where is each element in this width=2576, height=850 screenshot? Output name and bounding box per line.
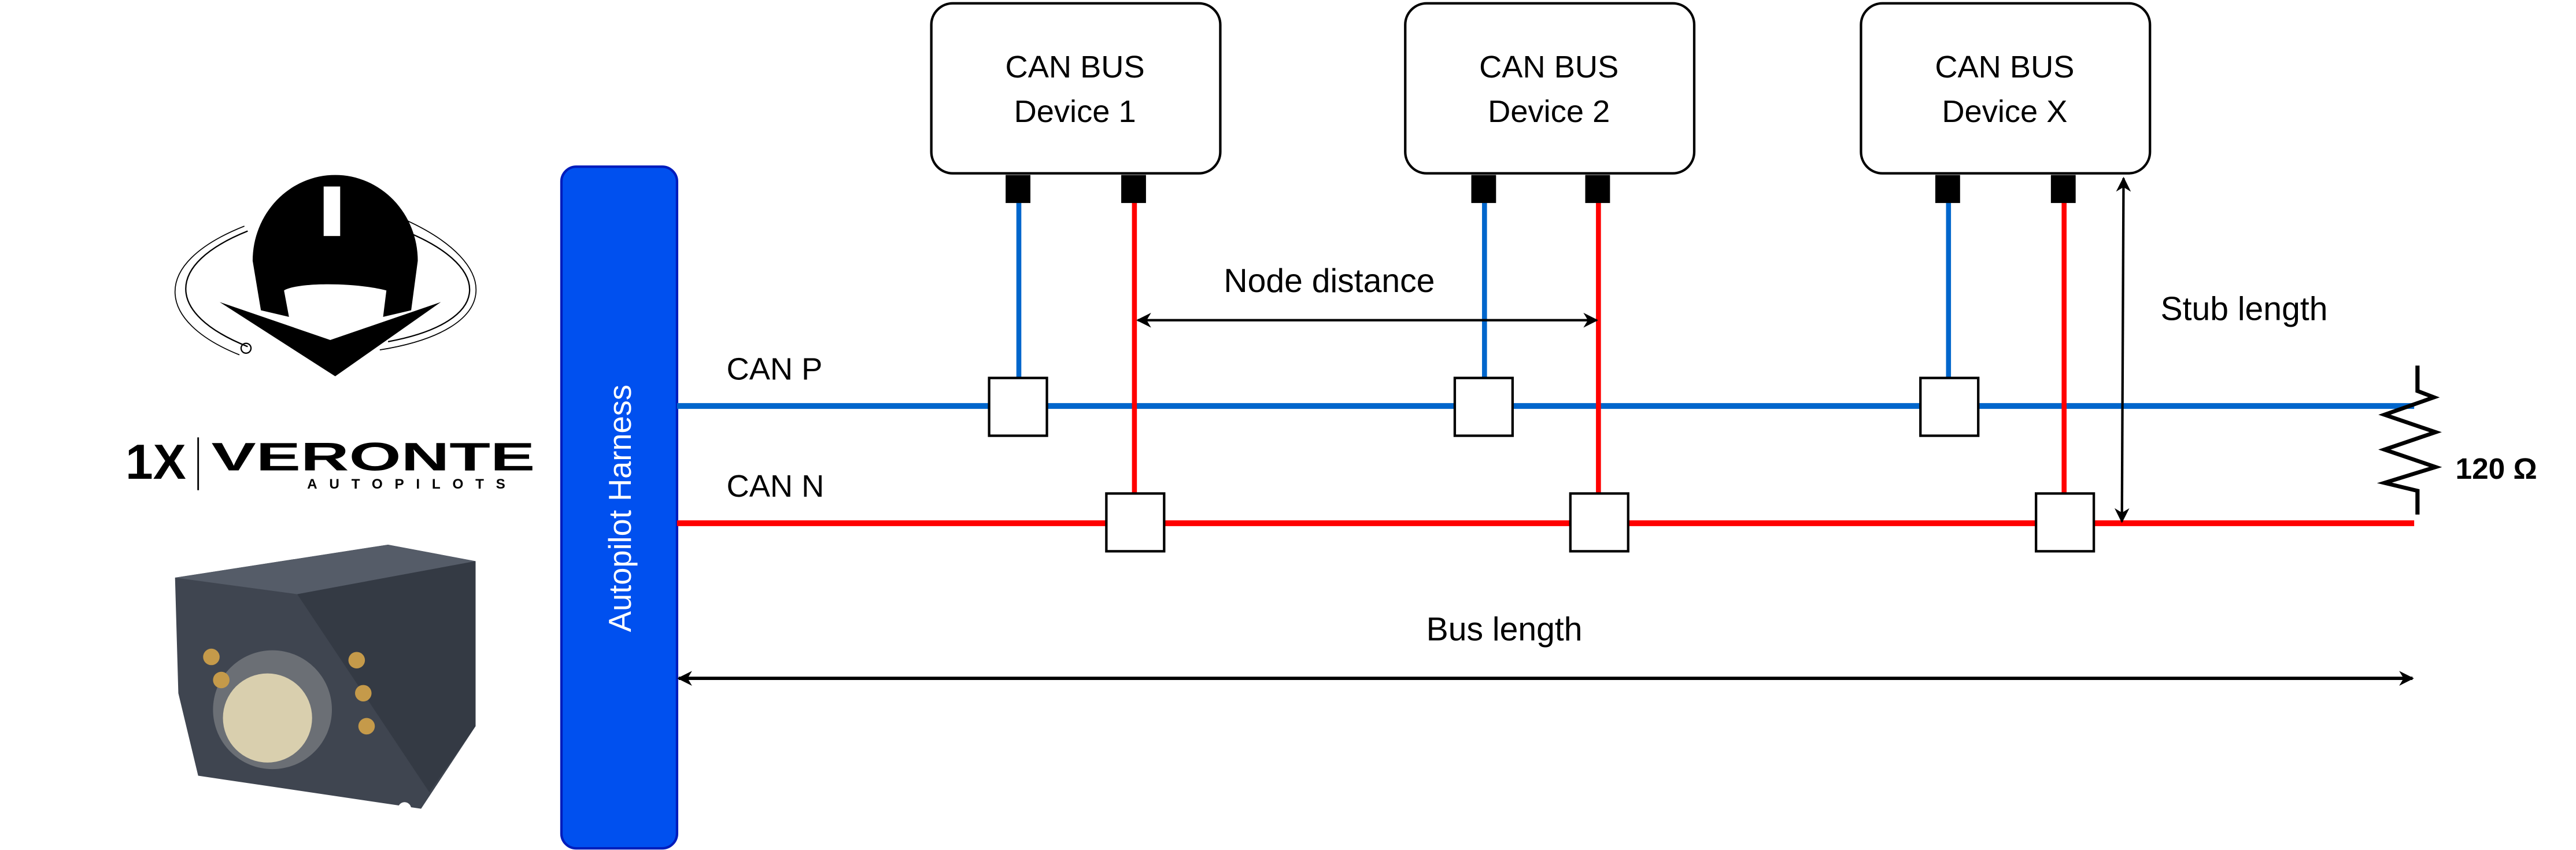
connector-n xyxy=(1585,175,1610,204)
device-label-line2: Device X xyxy=(1942,94,2067,129)
junction-n xyxy=(1569,492,1629,553)
autopilot-device-image xyxy=(175,544,476,816)
helmet-logo-icon xyxy=(175,175,477,376)
device-label-line2: Device 2 xyxy=(1488,94,1610,129)
device-1: CAN BUS Device 1 xyxy=(930,2,1222,553)
veronte-logo: 1X VERONTE AUTOPILOTS xyxy=(125,175,535,492)
stub-length-arrow xyxy=(2114,176,2131,523)
device-label-line1: CAN BUS xyxy=(1006,50,1145,84)
stub-length-label: Stub length xyxy=(2161,291,2328,328)
resistor-icon xyxy=(2377,365,2442,515)
device-x: CAN BUS Device X xyxy=(1860,2,2152,553)
autopilot-harness xyxy=(560,165,679,850)
terminator-label: 120 Ω xyxy=(2456,452,2537,485)
connector-p xyxy=(1006,175,1030,204)
connector-n xyxy=(1121,175,1146,204)
can-p-label: CAN P xyxy=(727,352,823,387)
connector-p xyxy=(1471,175,1496,204)
bus-length-label: Bus length xyxy=(1426,611,1583,648)
device-label-line1: CAN BUS xyxy=(1479,50,1618,84)
logo-brand: VERONTE xyxy=(212,435,535,479)
device-label-line2: Device 1 xyxy=(1014,94,1136,129)
device-label-line1: CAN BUS xyxy=(1935,50,2074,84)
connector-p xyxy=(1935,175,1960,204)
harness-label: Autopilot Harness xyxy=(603,385,638,632)
device-2: CAN BUS Device 2 xyxy=(1404,2,1696,553)
junction-n xyxy=(2035,492,2095,553)
can-n-label: CAN N xyxy=(727,469,825,504)
connector-n xyxy=(2050,175,2076,204)
junction-n xyxy=(1105,492,1166,553)
junction-p xyxy=(1919,376,1980,437)
node-distance-label: Node distance xyxy=(1224,263,1435,300)
junction-p xyxy=(1453,376,1514,437)
junction-p xyxy=(988,376,1048,437)
logo-mark: 1X xyxy=(125,434,186,490)
